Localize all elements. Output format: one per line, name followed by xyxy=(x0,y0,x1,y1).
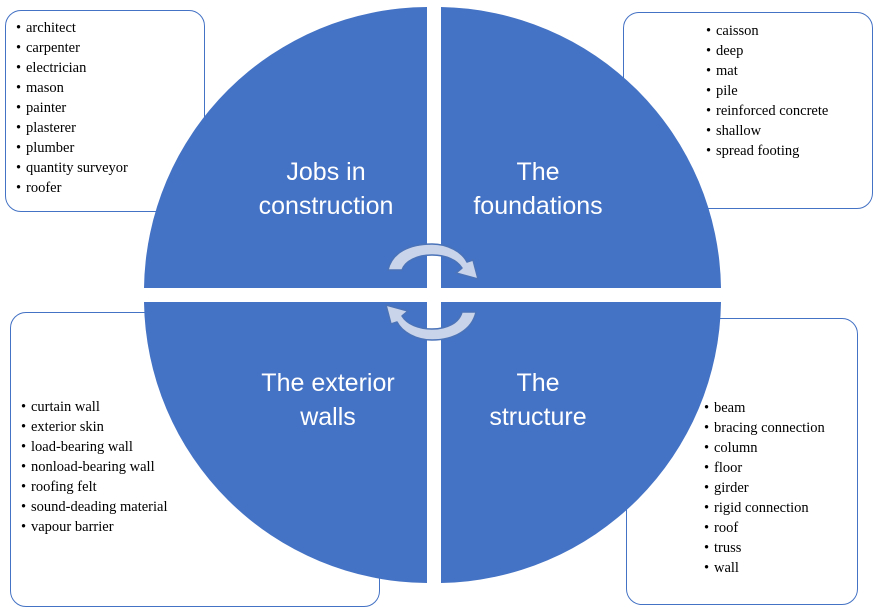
label-jobs-line2: construction xyxy=(258,192,394,220)
arrow-top-icon xyxy=(387,243,479,280)
quadrant-bottom-right xyxy=(441,302,721,583)
list-item: load-bearing wall xyxy=(21,437,168,457)
circular-arrows-icon xyxy=(385,243,479,341)
list-item: shallow xyxy=(706,121,828,141)
label-exterior-line1: The exterior xyxy=(261,369,395,397)
list-item: mason xyxy=(16,78,128,98)
list-item: plumber xyxy=(16,138,128,158)
label-structure-line2: structure xyxy=(489,403,587,431)
list-item: caisson xyxy=(706,21,828,41)
label-exterior-line2: walls xyxy=(300,403,356,431)
list-item: floor xyxy=(704,458,825,478)
list-item: plasterer xyxy=(16,118,128,138)
label-foundations-line2: foundations xyxy=(473,192,603,220)
list-item: nonload-bearing wall xyxy=(21,457,168,477)
list-item: deep xyxy=(706,41,828,61)
list-item: sound-deading material xyxy=(21,497,168,517)
list-item: truss xyxy=(704,538,825,558)
exterior-walls-list: curtain wallexterior skinload-bearing wa… xyxy=(21,397,168,537)
label-the-structure: The structure xyxy=(438,366,638,434)
label-structure-line1: The xyxy=(516,369,560,397)
list-item: quantity surveyor xyxy=(16,158,128,178)
label-jobs-in-construction: Jobs in construction xyxy=(226,155,426,223)
list-item: architect xyxy=(16,18,128,38)
list-item: electrician xyxy=(16,58,128,78)
list-item: roof xyxy=(704,518,825,538)
list-item: wall xyxy=(704,558,825,578)
foundations-list: caissondeepmatpilereinforced concretesha… xyxy=(706,21,828,161)
list-item: roofing felt xyxy=(21,477,168,497)
list-item: column xyxy=(704,438,825,458)
list-item: mat xyxy=(706,61,828,81)
structure-list: beambracing connectioncolumnfloorgirderr… xyxy=(704,398,825,578)
list-item: curtain wall xyxy=(21,397,168,417)
quadrant-top-left xyxy=(144,7,427,288)
list-item: vapour barrier xyxy=(21,517,168,537)
list-item: roofer xyxy=(16,178,128,198)
list-item: rigid connection xyxy=(704,498,825,518)
list-item: exterior skin xyxy=(21,417,168,437)
label-the-foundations: The foundations xyxy=(438,155,638,223)
quadrant-top-right xyxy=(441,7,721,288)
list-item: carpenter xyxy=(16,38,128,58)
arrow-bottom-icon xyxy=(385,304,477,341)
quadrant-bottom-left xyxy=(144,302,427,583)
label-foundations-line1: The xyxy=(516,158,560,186)
label-jobs-line1: Jobs in xyxy=(286,158,366,186)
list-item: bracing connection xyxy=(704,418,825,438)
label-the-exterior-walls: The exterior walls xyxy=(228,366,428,434)
jobs-list: architectcarpenterelectricianmasonpainte… xyxy=(16,18,128,198)
list-item: painter xyxy=(16,98,128,118)
list-item: reinforced concrete xyxy=(706,101,828,121)
list-item: girder xyxy=(704,478,825,498)
list-item: beam xyxy=(704,398,825,418)
list-item: spread footing xyxy=(706,141,828,161)
list-item: pile xyxy=(706,81,828,101)
